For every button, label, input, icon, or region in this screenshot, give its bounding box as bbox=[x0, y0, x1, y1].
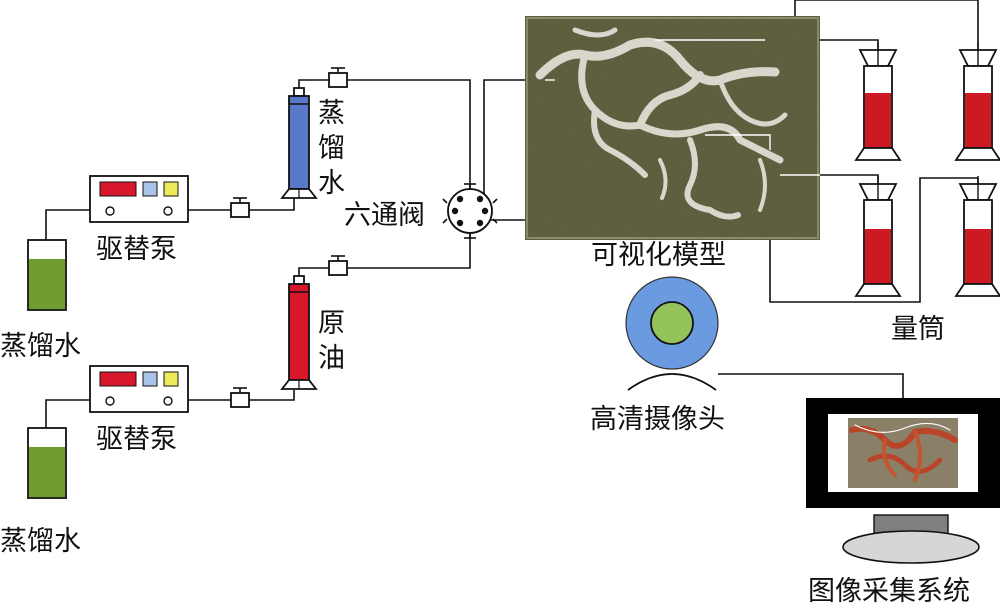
tube-bottom-pump-column bbox=[188, 390, 295, 401]
cylinder-3 bbox=[854, 176, 902, 297]
camera-lens bbox=[650, 301, 694, 345]
labels: 蒸馏水 蒸馏水 驱替泵 驱替泵 蒸 馏 水 原 油 六通阀 可视化模型 量筒 高… bbox=[0, 98, 970, 607]
pump-top-knob-left bbox=[105, 206, 115, 216]
model-flow-channels bbox=[535, 27, 788, 220]
beaker-top bbox=[27, 239, 67, 311]
cylinder-4 bbox=[954, 176, 1000, 297]
monitor bbox=[806, 398, 1000, 564]
inline-valves bbox=[230, 67, 348, 408]
inline-valve-oil-column bbox=[328, 255, 348, 276]
label-pump-top: 驱替泵 bbox=[96, 234, 177, 265]
cylinder-4-fluid bbox=[965, 229, 991, 283]
label-oil-column-2: 油 bbox=[318, 343, 345, 374]
tube-oil-column-valve bbox=[298, 232, 471, 282]
inline-valve-water-column bbox=[328, 67, 348, 88]
pump-top bbox=[89, 175, 189, 223]
cylinder-1 bbox=[854, 42, 902, 161]
camera-stand bbox=[627, 373, 717, 391]
six-way-valve bbox=[442, 183, 498, 239]
water-column bbox=[280, 87, 318, 199]
label-water-beaker-bottom: 蒸馏水 bbox=[0, 526, 81, 557]
inline-valve-top-pump bbox=[230, 197, 250, 218]
pump-top-display-blue bbox=[142, 181, 158, 197]
pump-top-knob-right bbox=[163, 206, 173, 216]
hd-camera bbox=[625, 276, 719, 391]
pump-top-display-yellow bbox=[163, 181, 179, 197]
monitor-image-channels bbox=[849, 422, 958, 482]
label-cylinders: 量筒 bbox=[891, 314, 945, 345]
beaker-bottom bbox=[27, 427, 67, 499]
tube-bottom-beaker-pump bbox=[45, 399, 90, 428]
pump-bottom bbox=[89, 365, 189, 413]
cylinder-1-fluid bbox=[865, 93, 891, 147]
label-hd-camera: 高清摄像头 bbox=[590, 404, 725, 435]
cylinder-2-fluid bbox=[965, 93, 991, 147]
pump-top-display-red bbox=[99, 181, 137, 197]
label-water-column-1: 蒸 bbox=[318, 98, 345, 129]
pump-bottom-display-red bbox=[99, 371, 137, 387]
pump-bottom-knob-right bbox=[163, 396, 173, 406]
inline-valve-bottom-pump bbox=[230, 387, 250, 408]
cylinder-3-fluid bbox=[865, 229, 891, 283]
tube-top-beaker-pump bbox=[45, 209, 90, 240]
pump-bottom-knob-left bbox=[105, 396, 115, 406]
label-water-column-3: 水 bbox=[318, 168, 345, 199]
beaker-bottom-water bbox=[29, 447, 65, 497]
beaker-top-water bbox=[29, 259, 65, 309]
tube-camera-monitor bbox=[718, 373, 904, 398]
oil-column bbox=[280, 275, 318, 390]
cylinder-2 bbox=[954, 42, 1000, 161]
pump-bottom-display-blue bbox=[142, 371, 158, 387]
label-oil-column-1: 原 bbox=[318, 308, 345, 339]
label-pump-bottom: 驱替泵 bbox=[96, 424, 177, 455]
monitor-base bbox=[842, 530, 980, 564]
label-water-column-2: 馏 bbox=[318, 133, 345, 164]
pump-bottom-display-yellow bbox=[163, 371, 179, 387]
tube-top-pump-column bbox=[188, 198, 295, 211]
label-six-way-valve: 六通阀 bbox=[344, 200, 425, 231]
label-visual-model: 可视化模型 bbox=[591, 240, 726, 271]
visual-model bbox=[525, 16, 820, 240]
label-image-system: 图像采集系统 bbox=[808, 576, 970, 607]
label-water-beaker-top: 蒸馏水 bbox=[0, 331, 81, 362]
